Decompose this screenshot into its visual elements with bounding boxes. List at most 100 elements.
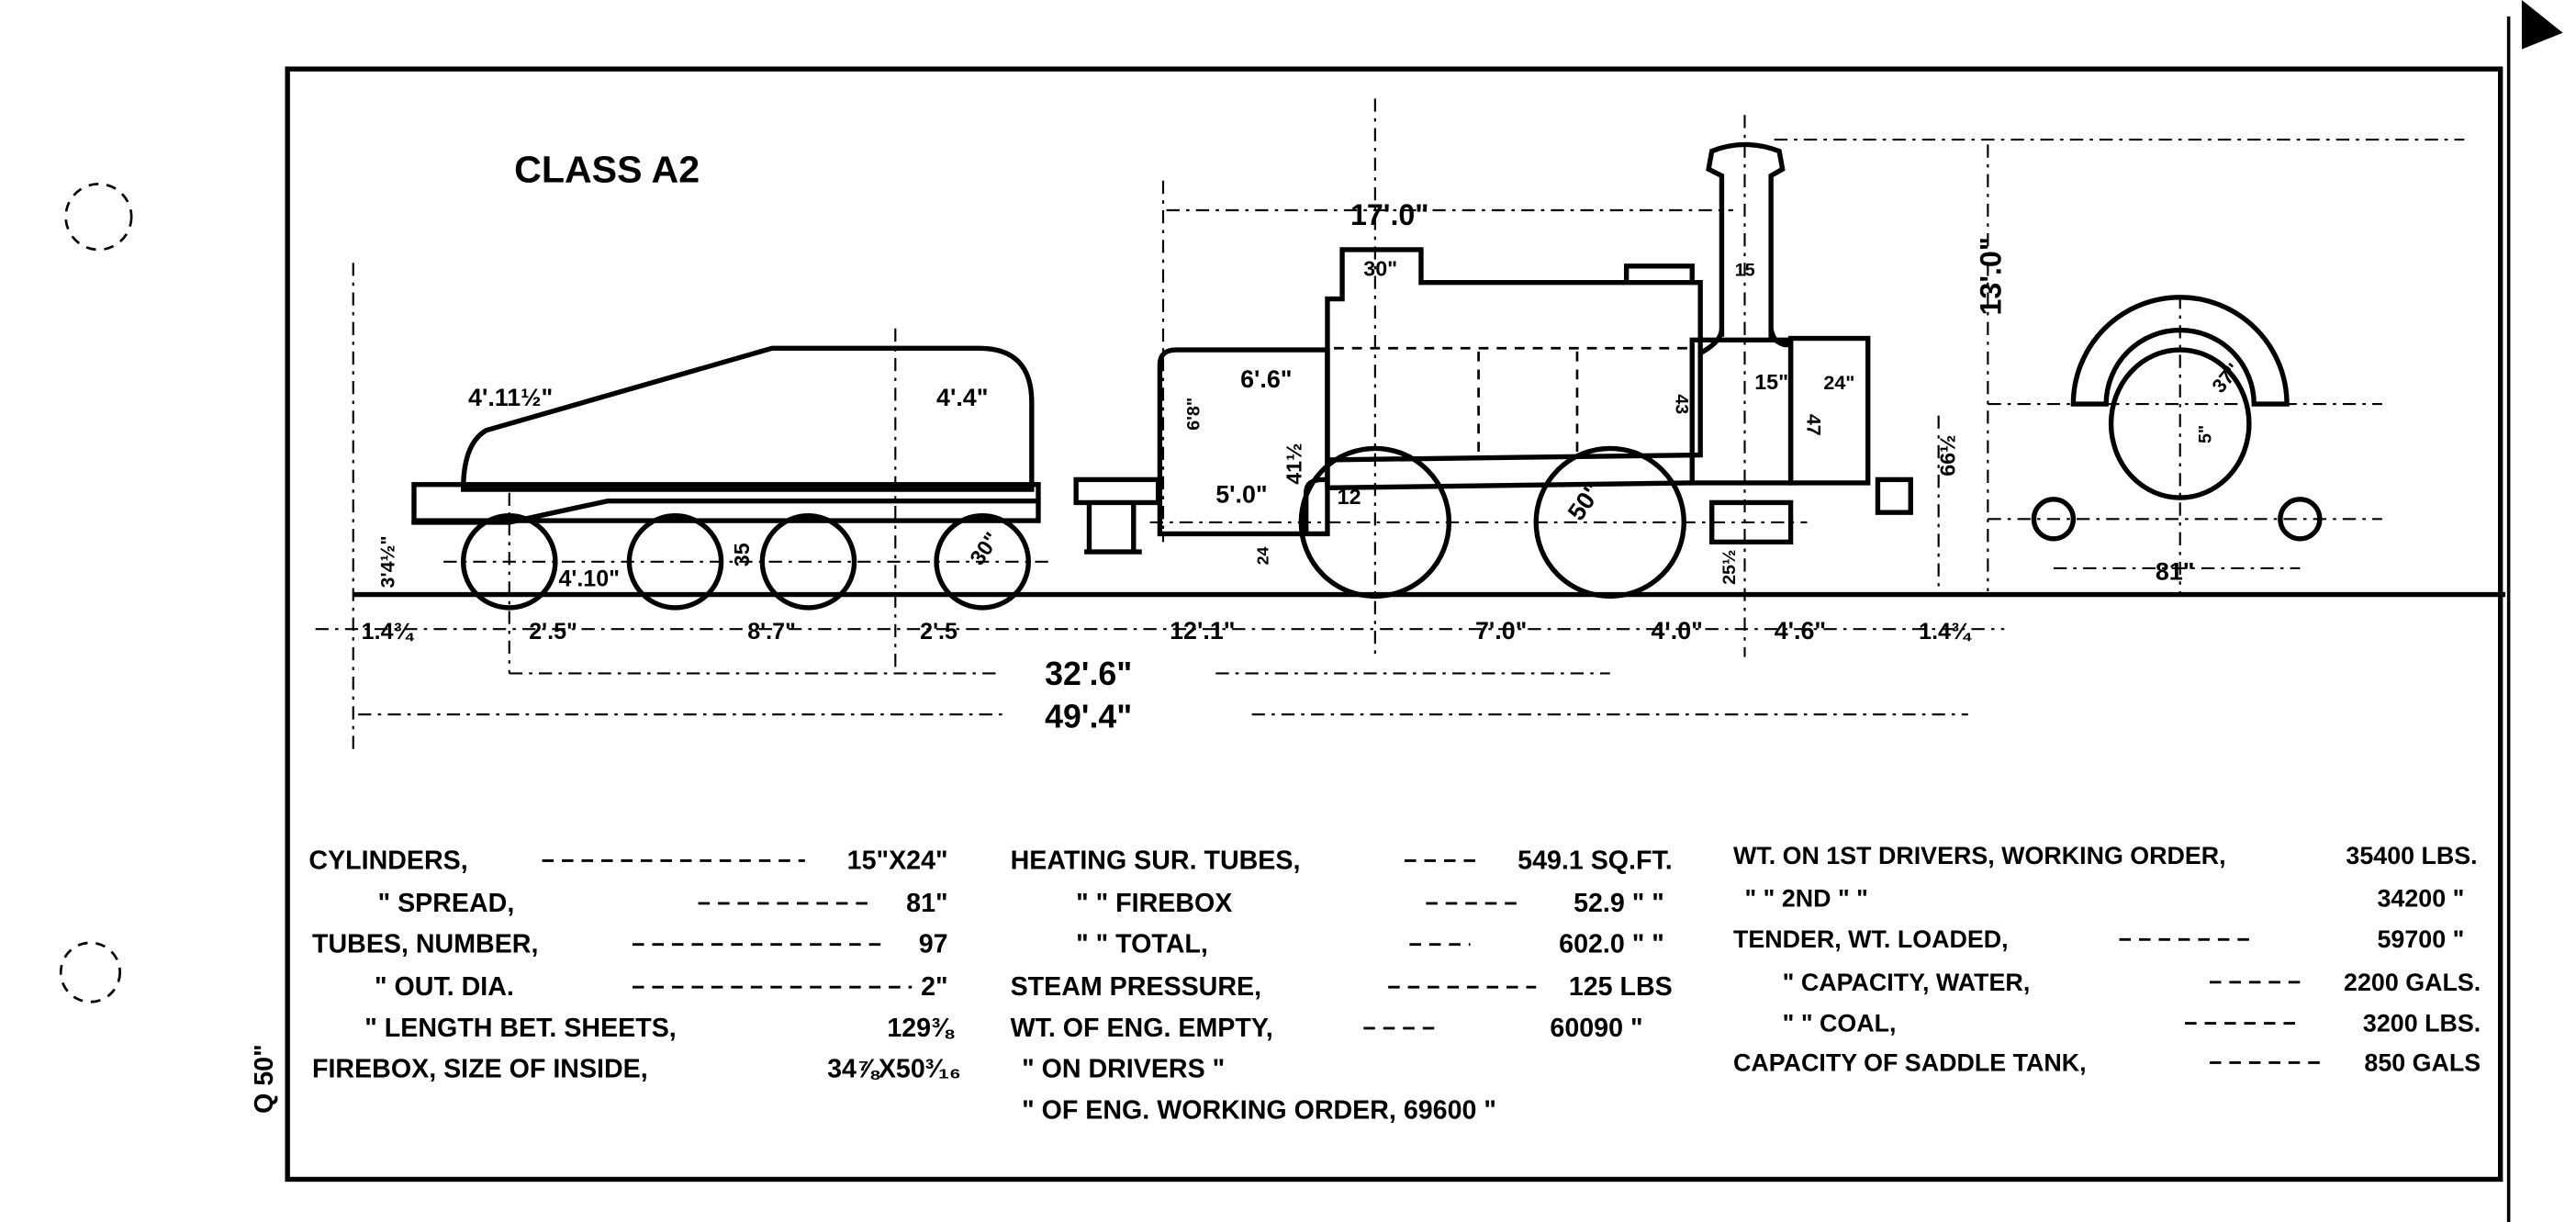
dim-row-5: 7'.0" (1475, 617, 1527, 645)
dim-front-tank: 24" (1823, 372, 1854, 394)
sheet-mark: Q 50" (250, 1044, 279, 1114)
spec-row: TENDER, WT. LOADED, 59700 " (1733, 925, 2464, 953)
dim-tender-frame: 35 (730, 543, 754, 566)
spec-row: WT. ON 1ST DRIVERS, WORKING ORDER, 35400 … (1733, 842, 2478, 869)
dim-dome-width: 30" (1363, 257, 1397, 281)
svg-text:TENDER, WT. LOADED,: TENDER, WT. LOADED, (1733, 925, 2009, 953)
svg-text:STEAM PRESSURE,: STEAM PRESSURE, (1011, 972, 1261, 1002)
dim-row-2: 8'.7" (747, 619, 796, 645)
svg-text:59700 ": 59700 " (2378, 925, 2465, 953)
drawing-title: CLASS A2 (514, 149, 700, 191)
dim-buffer-low: 24 (1254, 546, 1272, 565)
svg-text:" " FIREBOX: " " FIREBOX (1076, 889, 1232, 918)
dim-row-1: 2'.5" (529, 619, 577, 645)
dim-boiler-centre: 43 (1671, 394, 1691, 414)
dim-overall-length: 49'.4" (1045, 699, 1132, 735)
spec-row: " OUT. DIA. 2" (375, 972, 948, 1002)
svg-text:" CAPACITY, WATER,: " CAPACITY, WATER, (1783, 969, 2031, 996)
dim-cyl-height: 25½ (1719, 550, 1740, 585)
dim-tender-front: 4'.11½" (468, 384, 553, 411)
dim-row-7: 4'.6" (1775, 617, 1826, 645)
svg-text:TUBES, NUMBER,: TUBES, NUMBER, (312, 930, 538, 959)
svg-text:549.1 SQ.FT.: 549.1 SQ.FT. (1518, 846, 1673, 875)
svg-text:3200 LBS.: 3200 LBS. (2363, 1009, 2481, 1037)
svg-text:" OF ENG. WORKING ORDER, 69600: " OF ENG. WORKING ORDER, 69600 " (1022, 1095, 1496, 1125)
spec-row: " " FIREBOX 52.9 " " (1076, 889, 1664, 918)
svg-text:WT. ON 1ST DRIVERS, WORKING OR: WT. ON 1ST DRIVERS, WORKING ORDER, (1733, 842, 2226, 869)
dim-17ft: 17'.0" (1350, 198, 1429, 231)
dim-row-3: 2'.5 (920, 619, 958, 645)
dim-total-height: 13'.0" (1975, 237, 2008, 316)
svg-text:WT. OF ENG. EMPTY,: WT. OF ENG. EMPTY, (1011, 1014, 1273, 1043)
svg-text:" LENGTH BET. SHEETS,: " LENGTH BET. SHEETS, (364, 1014, 676, 1043)
svg-text:602.0 " ": 602.0 " " (1559, 930, 1664, 959)
svg-text:" " 2ND " ": " " 2ND " " (1744, 885, 1867, 913)
dim-tender-total: 32'.6" (1045, 656, 1132, 692)
specs-column-2: HEATING SUR. TUBES, 549.1 SQ.FT. " " FIRE… (1011, 846, 1673, 1125)
dim-cylinder-offset: 12 (1338, 485, 1361, 509)
dim-row-4: 12'.1" (1170, 617, 1235, 645)
dim-row-6: 4'.0" (1651, 617, 1702, 645)
dim-front-radius: 37" (2208, 359, 2245, 398)
coupling-buffer (1073, 476, 1161, 555)
svg-text:" " TOTAL,: " " TOTAL, (1076, 930, 1208, 959)
spec-row: CAPACITY OF SADDLE TANK, 850 GALS (1733, 1048, 2481, 1076)
svg-text:" OUT. DIA.: " OUT. DIA. (375, 972, 514, 1002)
dim-rear-tank-width: 6'.6" (1240, 365, 1292, 393)
dim-tender-wheelbase: 4'.10" (558, 566, 620, 592)
dim-chimney: 15 (1735, 261, 1755, 281)
front-view (1988, 295, 2382, 595)
dim-rear-overhang: 5'.0" (1215, 480, 1267, 508)
dim-rear-tank-height: 6'8" (1183, 398, 1204, 431)
dim-front-height: 66½ (1936, 435, 1960, 476)
svg-text:15"X24": 15"X24" (847, 846, 948, 875)
specs-column-3: WT. ON 1ST DRIVERS, WORKING ORDER, 35400 … (1733, 842, 2481, 1076)
dim-cylinder-spread: 81" (2156, 558, 2195, 586)
svg-text:CYLINDERS,: CYLINDERS, (308, 846, 467, 875)
spec-row: " LENGTH BET. SHEETS, 129⅜ (364, 1014, 955, 1043)
svg-text:35400 LBS.: 35400 LBS. (2346, 842, 2477, 869)
tender (352, 263, 1052, 756)
spec-row: " " COAL,3200 LBS. (1783, 1009, 2481, 1037)
spec-row: " SPREAD,81" (378, 889, 948, 918)
spec-row: CYLINDERS, 15"X24" (308, 846, 947, 875)
svg-text:34⅞X50³⁄₁₆: 34⅞X50³⁄₁₆ (827, 1055, 961, 1084)
specs-column-1: CYLINDERS, 15"X24" " SPREAD,81" TUBES, NU… (308, 846, 960, 1083)
spec-row: STEAM PRESSURE, 125 LBS (1011, 972, 1673, 1002)
svg-text:97: 97 (919, 930, 948, 959)
punch-hole-bottom (59, 941, 121, 1003)
spec-row: FIREBOX, SIZE OF INSIDE, 34⅞X50³⁄₁₆ (312, 1055, 961, 1084)
dim-row-8: 1.4¾ (1919, 619, 1972, 645)
svg-text:52.9 " ": 52.9 " " (1574, 889, 1664, 918)
spec-row: " OF ENG. WORKING ORDER, 69600 " (1022, 1095, 1496, 1125)
locomotive (1149, 98, 1913, 657)
svg-text:34200 ": 34200 " (2378, 885, 2465, 913)
svg-text:60090 ": 60090 " (1550, 1014, 1642, 1043)
dim-front-tank-height: 47 (1802, 414, 1824, 436)
spec-row: " " TOTAL, 602.0 " " (1076, 930, 1664, 959)
spec-row: TUBES, NUMBER, 97 (312, 930, 948, 959)
svg-text:CAPACITY OF SADDLE TANK,: CAPACITY OF SADDLE TANK, (1733, 1048, 2087, 1076)
svg-text:FIREBOX, SIZE OF INSIDE,: FIREBOX, SIZE OF INSIDE, (312, 1055, 648, 1084)
dim-tender-buffer: 3'4½" (376, 535, 398, 588)
corner-mark (2521, 0, 2563, 50)
spec-row: HEATING SUR. TUBES, 549.1 SQ.FT. (1011, 846, 1673, 875)
svg-text:2": 2" (921, 972, 947, 1002)
dim-smokebox-width: 15" (1754, 370, 1788, 394)
spec-row: " " 2ND " " 34200 " (1744, 885, 2464, 913)
spec-row: " CAPACITY, WATER, 2200 GALS. (1783, 969, 2481, 996)
svg-text:129⅜: 129⅜ (887, 1014, 955, 1043)
svg-text:HEATING SUR. TUBES,: HEATING SUR. TUBES, (1011, 846, 1301, 875)
svg-text:" ON DRIVERS ": " ON DRIVERS " (1022, 1055, 1225, 1084)
svg-text:" SPREAD,: " SPREAD, (378, 889, 515, 918)
svg-text:125 LBS: 125 LBS (1569, 972, 1673, 1002)
sheet-border (285, 66, 2503, 1183)
dim-tender-rear: 4'.4" (936, 384, 988, 411)
dim-tender-wheel-dia: 30" (965, 528, 1003, 569)
dim-front-inner: 5" (2196, 425, 2216, 443)
dim-row-0: 1.4¾ (362, 619, 415, 645)
svg-text:2200 GALS.: 2200 GALS. (2344, 969, 2481, 996)
svg-text:850 GALS: 850 GALS (2364, 1048, 2481, 1076)
dim-cab-lower: 41½ (1282, 443, 1305, 484)
